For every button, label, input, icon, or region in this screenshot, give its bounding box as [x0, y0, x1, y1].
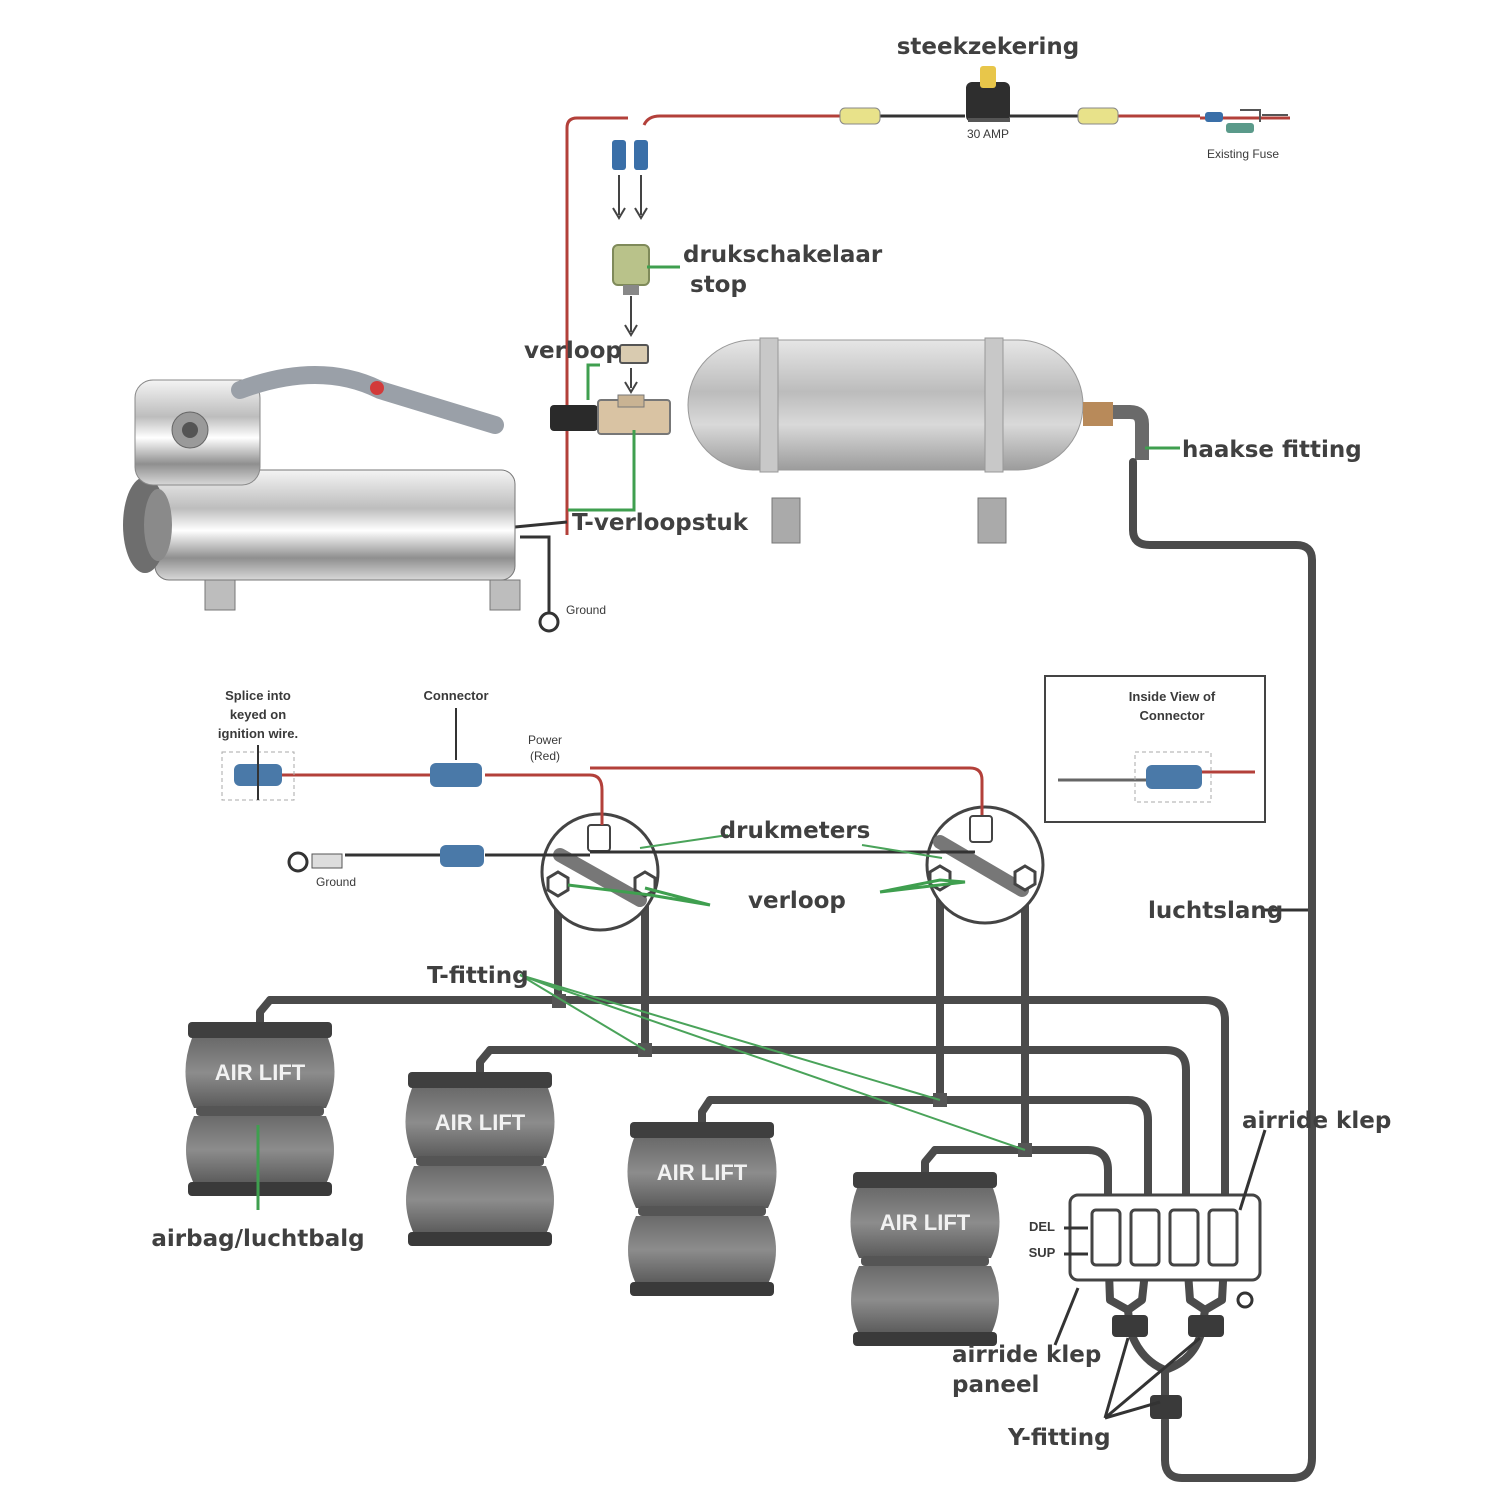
del-sup-leaders	[1064, 1226, 1088, 1256]
pressure-switch-icon	[612, 244, 680, 337]
y-fitting-leaders	[1103, 1336, 1201, 1420]
air-bag-1-brand: AIR LIFT	[215, 1060, 306, 1085]
label-airride-klep-paneel-2: paneel	[952, 1372, 1039, 1398]
label-connector: Connector	[424, 688, 489, 703]
air-bag-3-brand: AIR LIFT	[657, 1160, 748, 1185]
label-haakse-fitting: haakse fitting	[1182, 437, 1362, 463]
air-hoses	[256, 458, 1316, 1482]
label-t-fitting: T-fitting	[427, 963, 529, 989]
label-airbag: airbag/luchtbalg	[151, 1226, 364, 1252]
connector-icon	[430, 708, 482, 787]
label-verloop-top: verloop	[524, 338, 622, 364]
t-fittings	[552, 994, 1032, 1157]
pressure-gauge-left	[540, 812, 660, 932]
valve-panel	[1068, 1193, 1262, 1309]
airride-klep-leader	[1238, 1129, 1267, 1211]
y-fittings	[1112, 1315, 1224, 1419]
existing-fuse-icon	[1205, 109, 1288, 133]
label-power: Power	[528, 733, 562, 747]
air-bag-2: AIR LIFT	[405, 1072, 555, 1246]
label-drukschakelaar: drukschakelaar	[683, 242, 883, 268]
inline-connectors-top	[612, 107, 1119, 220]
label-steekzekering: steekzekering	[897, 34, 1080, 60]
label-ground-top: Ground	[566, 603, 606, 617]
label-drukmeters: drukmeters	[720, 818, 871, 844]
compressor-image	[123, 366, 521, 611]
ground-connector-icon	[287, 845, 484, 873]
pressure-gauge-right	[925, 805, 1045, 925]
drukmeters-leaders	[639, 834, 943, 859]
label-luchtslang: luchtslang	[1148, 898, 1283, 924]
air-bag-4: AIR LIFT	[850, 1172, 1000, 1346]
fuse-holder-icon	[966, 66, 1010, 122]
label-airride-klep: airride klep	[1242, 1108, 1391, 1134]
splice-connector-icon	[221, 745, 295, 801]
label-del: DEL	[1029, 1219, 1055, 1234]
air-tank-image	[687, 337, 1113, 544]
label-splice-1: Splice into	[225, 688, 291, 703]
label-30-amp: 30 AMP	[967, 127, 1009, 141]
label-ground-bottom: Ground	[316, 875, 356, 889]
air-bag-4-brand: AIR LIFT	[880, 1210, 971, 1235]
label-t-verloopstuk: T-verloopstuk	[572, 510, 749, 536]
label-verloop-bottom: verloop	[748, 888, 846, 914]
label-sup: SUP	[1029, 1245, 1056, 1260]
verloop-leaders	[567, 878, 966, 907]
airride-klep-paneel-leader	[1053, 1287, 1080, 1346]
air-bag-2-brand: AIR LIFT	[435, 1110, 526, 1135]
reducer-fitting-icon	[619, 344, 649, 394]
ground-terminal-top-icon	[538, 595, 560, 633]
air-bag-3: AIR LIFT	[627, 1122, 777, 1296]
elbow-fitting-icon	[1113, 405, 1180, 460]
label-splice-3: ignition wire.	[218, 726, 298, 741]
air-bag-1: AIR LIFT	[185, 1022, 335, 1196]
label-splice-2: keyed on	[230, 707, 286, 722]
label-stop: stop	[690, 272, 747, 298]
power-wiring-top	[514, 114, 1290, 595]
inside-view-box	[1044, 675, 1266, 823]
label-power-red: (Red)	[530, 749, 560, 763]
label-airride-klep-paneel: airride klep	[952, 1342, 1101, 1368]
t-reducer-fitting-icon	[550, 394, 671, 512]
label-y-fitting: Y-fitting	[1007, 1425, 1111, 1451]
label-existing-fuse: Existing Fuse	[1207, 147, 1279, 161]
t-fitting-leaders	[519, 974, 1026, 1151]
label-inside-view: Inside View of	[1129, 689, 1216, 704]
label-inside-view-connector: Connector	[1140, 708, 1205, 723]
